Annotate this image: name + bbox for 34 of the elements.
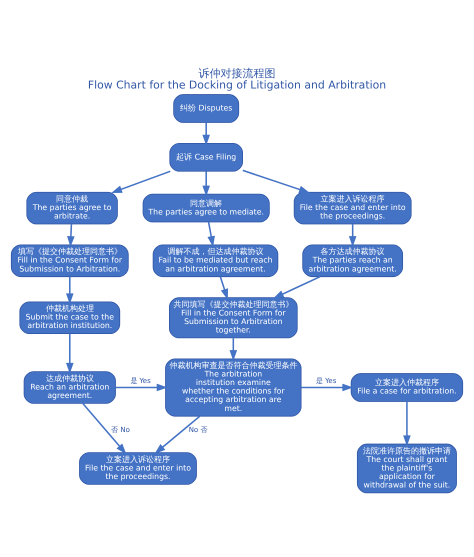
arrow bbox=[220, 276, 228, 300]
arrow bbox=[202, 122, 210, 146]
arrow bbox=[242, 169, 310, 193]
node-box: 各方达成仲裁协议 The parties reach an arbitration agreement. bbox=[302, 244, 404, 277]
diagram-title: 诉仲对接流程图 bbox=[198, 66, 276, 80]
node-box: 同意仲裁 The parties agree to arbitrate. bbox=[26, 191, 118, 224]
arrow bbox=[67, 224, 75, 247]
arrow bbox=[154, 415, 200, 454]
node-box: 纠纷 Disputes bbox=[173, 94, 240, 122]
arrow bbox=[116, 383, 168, 391]
node-box: 法院准许原告的撤诉申请 The court shall grant the plaintiff's application for withdrawal of the suit. bbox=[356, 443, 457, 493]
arrow bbox=[66, 333, 74, 374]
arrow bbox=[66, 276, 74, 304]
arrow bbox=[207, 222, 215, 246]
node-box: 立案进入诉讼程序 File the case and enter into the proceedings. bbox=[79, 452, 197, 484]
arrow bbox=[82, 402, 126, 454]
node-box: 仲裁机构审查是否符合仲裁受理条件 The arbitration institution examine whether the conditions for accepting arbitration are met. bbox=[165, 358, 302, 416]
arrow bbox=[272, 276, 320, 298]
arrow bbox=[301, 383, 354, 391]
node-box: 立案进入仲裁程序 File a case for arbitration. bbox=[350, 372, 464, 402]
node-box: 填写《提交仲裁处理同意书》 Fill in the Consent Form for Submission to Arbitration. bbox=[10, 244, 129, 277]
node-box: 立案进入诉讼程序 File the case and enter into the proceedings. bbox=[294, 191, 412, 224]
arrow bbox=[403, 401, 411, 446]
node-box: 调解不成，但达成仲裁协议 Fail to be mediated but reach an arbitration agreement. bbox=[152, 244, 278, 277]
node-box: 共同填写《提交仲裁处理同意书》 Fill in the Consent Form for Submission to Arbitration together. bbox=[169, 296, 298, 338]
arrow bbox=[202, 170, 210, 196]
arrow bbox=[348, 224, 356, 247]
caption: Flow Chart for the Docking of Litigation and Arbitration bbox=[88, 78, 386, 92]
arrow bbox=[230, 338, 238, 361]
node-box: 仲裁机构处理 Submit the case to the arbitration institution. bbox=[19, 300, 120, 334]
node-box: 同意调解 The parties agree to mediate. bbox=[142, 193, 270, 222]
node-box: 起诉 Case Filing bbox=[169, 142, 243, 172]
arrow bbox=[111, 170, 171, 192]
node-box: 达成仲裁协议 Reach an arbitration agreement. bbox=[24, 370, 116, 404]
